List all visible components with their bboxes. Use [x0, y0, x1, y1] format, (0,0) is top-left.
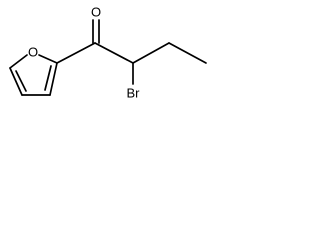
furan-ring	[9, 54, 58, 96]
bond-c3-c2	[49, 62, 58, 96]
structure-diagram: O O Br	[9, 5, 207, 101]
bond-alpha-ch2	[132, 42, 170, 64]
bond-c3-c2-double	[44, 65, 52, 91]
ring-oxygen-label: O	[28, 45, 38, 60]
bond-carbonyl-alpha	[94, 42, 134, 64]
bromine-label: Br	[127, 86, 141, 101]
bond-ch2-ch3	[168, 42, 207, 64]
side-chain	[56, 19, 207, 85]
bond-o1-c5	[9, 54, 28, 69]
bond-c5-c4-double	[15, 70, 27, 92]
bond-c5-c4	[9, 67, 23, 96]
bond-c2-carbonyl	[56, 42, 96, 64]
carbonyl-oxygen-label: O	[91, 5, 101, 20]
bond-o1-c2	[38, 54, 58, 64]
